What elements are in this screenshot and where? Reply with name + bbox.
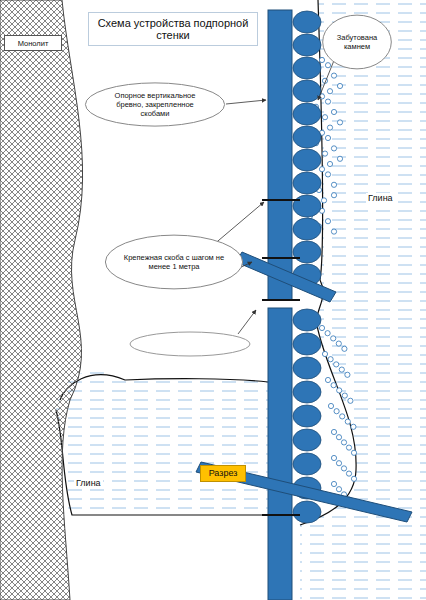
title-box: Схема устройства подпорной стенки [88,12,258,46]
callout-ellipse: Крепежная скоба с шагом не менее 1 метра [104,234,244,290]
node-text: Опорное вертикальное бревно, закрепленно… [104,91,206,118]
empty-callout [130,332,250,356]
material-label: Глина [366,193,395,203]
monolith-rock [0,0,83,600]
callout-ellipse: Опорное вертикальное бревно, закрепленно… [84,82,226,127]
staples [262,200,300,515]
label-box: Монолит [4,35,62,51]
clay-region [56,371,268,515]
ground-line [56,375,268,515]
node-text: Крепежная скоба с шагом не менее 1 метра [124,253,225,271]
horizontal-logs [293,11,321,523]
node-text: Разрез [209,468,238,479]
vertical-log [268,308,292,600]
diagonal-brace [236,252,336,302]
material-label: Глина [74,478,103,488]
vertical-log [268,10,292,300]
title: Схема устройства подпорной стенки [92,17,254,41]
node-text: Монолит [18,39,49,48]
label-box: Разрез [200,465,246,482]
leader-lines [212,58,335,334]
diagonal-brace [196,462,412,522]
callout-ellipse: Забутована камнем [322,14,392,70]
node-text: Забутована камнем [332,33,382,51]
